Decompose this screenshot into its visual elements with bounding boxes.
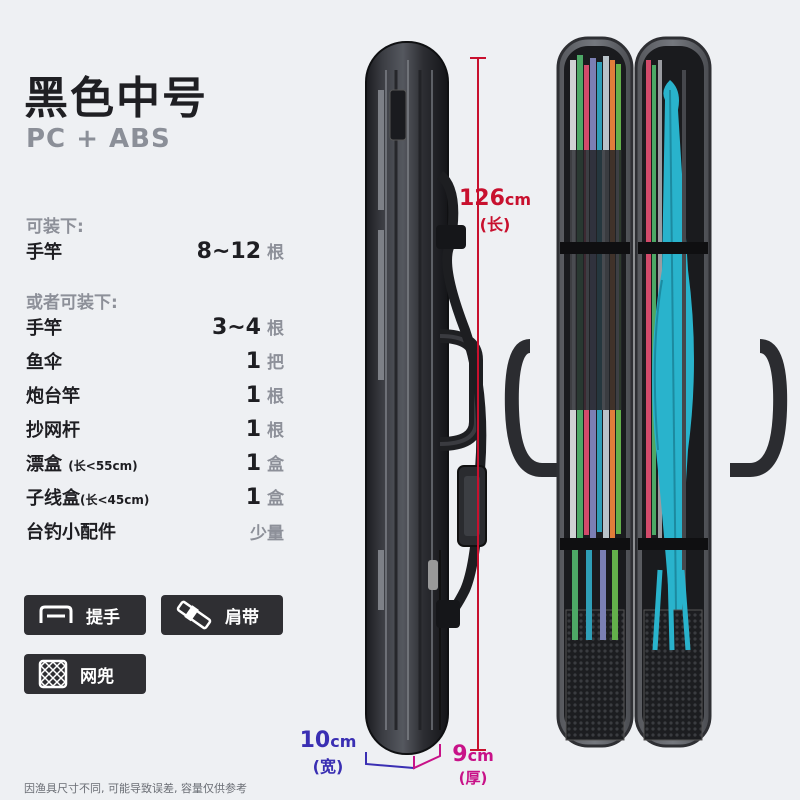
item-note: (长<55cm) bbox=[68, 459, 138, 473]
open-case-left-shell bbox=[504, 36, 788, 748]
item-name: 鱼伞 bbox=[26, 352, 62, 373]
item-note: (长<45cm) bbox=[80, 493, 150, 507]
item-unit: 把 bbox=[267, 353, 284, 373]
feature-chip-handle: 提手 bbox=[24, 595, 146, 635]
feature-label: 提手 bbox=[86, 607, 120, 628]
material-label: PC + ABS bbox=[26, 124, 171, 154]
length-label: 126cm (长) bbox=[440, 186, 550, 235]
strap-icon bbox=[176, 600, 212, 630]
length-caption: (长) bbox=[479, 215, 511, 234]
mesh-pocket-icon bbox=[38, 659, 68, 689]
closed-case bbox=[365, 41, 487, 755]
item-qty: 1 bbox=[245, 383, 261, 408]
capacity-heading: 可装下: bbox=[26, 217, 84, 237]
feature-chip-mesh: 网兜 bbox=[24, 654, 146, 694]
feature-label: 肩带 bbox=[225, 607, 259, 628]
depth-dimension-line bbox=[413, 744, 441, 770]
width-value: 10 bbox=[299, 728, 331, 753]
depth-unit: cm bbox=[467, 746, 494, 765]
capacity-row: 手竿 8~12 根 bbox=[26, 236, 284, 266]
item-unit: 根 bbox=[267, 387, 284, 407]
length-unit: cm bbox=[504, 190, 532, 209]
handle-icon bbox=[39, 605, 73, 623]
capacity-row: 手竿 3~4 根 bbox=[26, 312, 284, 342]
item-qty: 1 bbox=[245, 451, 261, 476]
open-case-right-shell bbox=[634, 36, 712, 748]
item-name: 炮台竿 bbox=[26, 386, 80, 407]
item-qty: 8~12 bbox=[196, 239, 261, 264]
item-unit: 盒 bbox=[267, 489, 284, 509]
feature-label: 网兜 bbox=[80, 666, 114, 687]
item-name: 子线盒 bbox=[26, 488, 80, 509]
width-label: 10cm (宽) bbox=[292, 728, 364, 777]
page-title: 黑色中号 bbox=[24, 73, 208, 124]
depth-label: 9cm (厚) bbox=[438, 742, 508, 788]
depth-caption: (厚) bbox=[458, 769, 488, 787]
alt-capacity-heading: 或者可装下: bbox=[26, 293, 118, 313]
item-unit: 盒 bbox=[267, 455, 284, 475]
item-name: 漂盒 bbox=[26, 454, 62, 475]
item-name: 抄网杆 bbox=[26, 420, 80, 441]
length-value: 126 bbox=[458, 186, 505, 211]
item-unit: 根 bbox=[267, 243, 284, 263]
item-name: 台钓小配件 bbox=[26, 522, 116, 543]
width-caption: (宽) bbox=[312, 757, 344, 776]
footnote: 因渔具尺寸不同, 可能导致误差, 容量仅供参考 bbox=[24, 782, 247, 795]
feature-chip-strap: 肩带 bbox=[161, 595, 283, 635]
item-qty: 1 bbox=[245, 349, 261, 374]
item-qty: 1 bbox=[245, 417, 261, 442]
item-qty: 1 bbox=[245, 485, 261, 510]
item-unit: 根 bbox=[267, 421, 284, 441]
item-name: 手竿 bbox=[26, 242, 62, 263]
item-unit: 根 bbox=[267, 319, 284, 339]
item-qty: 3~4 bbox=[211, 315, 261, 340]
item-name: 手竿 bbox=[26, 318, 62, 339]
length-dimension-line bbox=[470, 57, 486, 751]
depth-value: 9 bbox=[452, 742, 468, 767]
product-illustration bbox=[365, 36, 788, 770]
capacity-row: 台钓小配件 少量 bbox=[26, 516, 284, 546]
width-unit: cm bbox=[330, 732, 357, 751]
item-unit: 少量 bbox=[250, 523, 284, 544]
